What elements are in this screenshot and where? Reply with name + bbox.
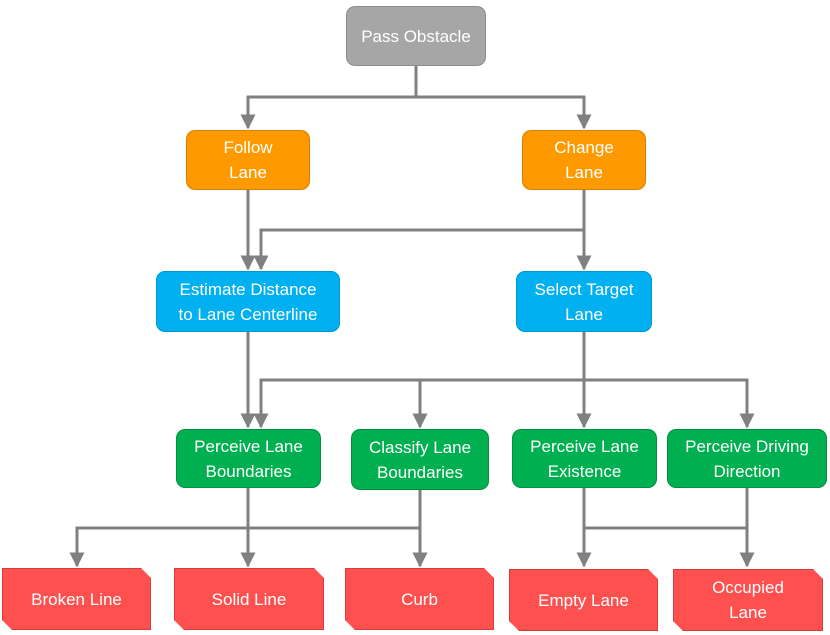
node-label: Pass Obstacle <box>361 26 471 46</box>
node-perceive-lane-existence: Perceive Lane Existence <box>512 429 657 488</box>
node-label: Empty Lane <box>538 590 629 610</box>
edge-classify-to-curb <box>248 490 420 566</box>
node-label: Perceive Lane Existence <box>530 436 639 481</box>
node-follow-lane: Follow Lane <box>186 130 310 190</box>
node-label: Curb <box>401 589 438 609</box>
node-label: Estimate Distance to Lane Centerline <box>178 279 318 324</box>
node-label: Select Target Lane <box>534 279 634 324</box>
node-perceive-lane-boundaries: Perceive Lane Boundaries <box>176 429 321 488</box>
edge-pass-to-change <box>416 95 592 130</box>
node-solid-line: Solid Line <box>174 568 324 630</box>
node-label: Follow Lane <box>223 138 273 182</box>
node-label: Perceive Lane Boundaries <box>194 436 303 481</box>
node-occupied-lane: Occupied Lane <box>673 569 823 631</box>
node-curb: Curb <box>345 568 494 630</box>
node-label: Classify Lane Boundaries <box>368 437 472 482</box>
edge-pass-to-follow <box>240 66 418 130</box>
node-label: Occupied Lane <box>712 578 784 622</box>
node-broken-line: Broken Line <box>2 568 151 630</box>
edge-bus-to-broken <box>69 526 248 568</box>
node-classify-lane-boundaries: Classify Lane Boundaries <box>351 429 489 490</box>
edge-change-to-estimate <box>253 190 586 271</box>
node-estimate-distance: Estimate Distance to Lane Centerline <box>156 271 340 332</box>
edge-select-to-boundaries <box>253 332 586 429</box>
node-change-lane: Change Lane <box>522 130 646 190</box>
edge-select-to-direction <box>584 378 755 429</box>
node-label: Broken Line <box>31 589 122 609</box>
node-pass-obstacle: Pass Obstacle <box>346 6 486 66</box>
node-label: Perceive Driving Direction <box>685 436 809 481</box>
node-perceive-driving-direction: Perceive Driving Direction <box>667 429 827 488</box>
node-select-target-lane: Select Target Lane <box>516 271 652 332</box>
node-empty-lane: Empty Lane <box>509 569 658 631</box>
node-label: Change Lane <box>554 138 614 182</box>
node-label: Solid Line <box>211 589 287 609</box>
